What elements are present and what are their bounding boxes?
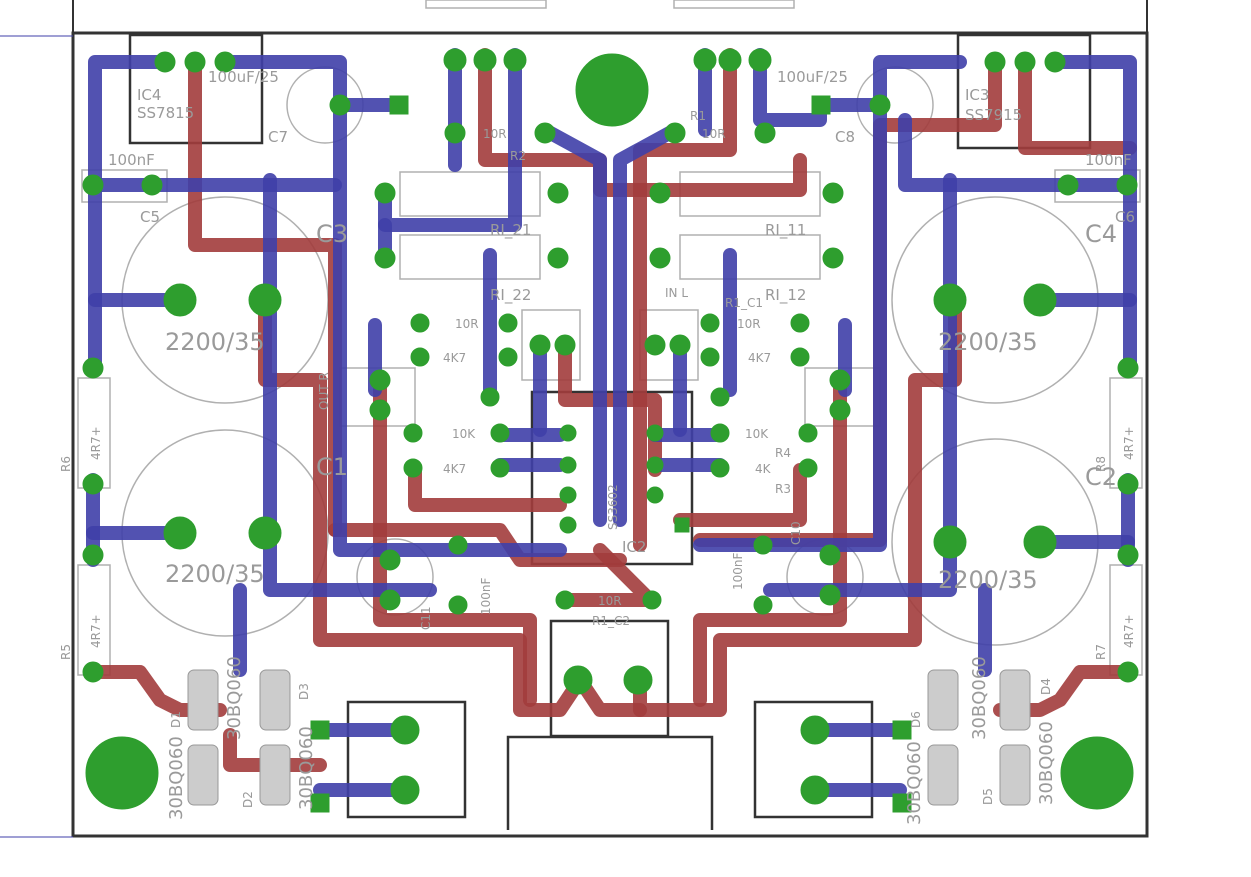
- label-ri12: RI_12: [765, 286, 806, 305]
- label-d2: D2: [241, 791, 255, 808]
- label-r2: R2: [510, 149, 526, 163]
- label-r4k7-left: 4K7: [443, 351, 466, 365]
- label-ic2-part: SS3602: [606, 484, 620, 530]
- label-r5-value: 4R7+: [89, 614, 103, 648]
- diode-bodies: [187, 669, 1031, 806]
- label-c7: C7: [268, 128, 288, 146]
- label-d5: D5: [981, 788, 995, 805]
- label-c6: C6: [1115, 208, 1135, 226]
- pads-layer: [82, 48, 1139, 813]
- label-c3-value: 2200/35: [165, 328, 265, 356]
- label-d3: D3: [297, 683, 311, 700]
- label-r1-c2-value: 10R: [598, 594, 622, 608]
- label-ic4-part: SS7815: [137, 104, 194, 122]
- label-c-bottom-left: 100nF: [479, 577, 493, 615]
- label-r10-left: 10R: [455, 317, 479, 331]
- label-r1-c2: R1_C2: [592, 614, 630, 628]
- label-c3: C3: [316, 220, 348, 248]
- label-r7-value: 4R7+: [1122, 614, 1136, 648]
- label-diode-part-1: 30BQ060: [166, 736, 187, 820]
- label-c8: C8: [835, 128, 855, 146]
- label-ri22: RI_22: [490, 286, 531, 305]
- label-c1-value: 2200/35: [165, 560, 265, 588]
- label-r2-value: 10R: [483, 127, 507, 141]
- label-out-r: OUT R: [317, 372, 331, 410]
- label-r10k-right: 10K: [745, 427, 769, 441]
- label-c1: C1: [316, 453, 348, 481]
- label-c4-value: 2200/35: [938, 328, 1038, 356]
- label-r10-right: 10R: [737, 317, 761, 331]
- label-c6-value: 100nF: [1085, 151, 1132, 169]
- label-d4: D4: [1039, 678, 1053, 695]
- label-r6: R6: [59, 456, 73, 472]
- label-r4k-right: 4K: [755, 462, 772, 476]
- label-ri21: RI_21: [490, 221, 531, 240]
- label-diode-part-3: 30BQ060: [296, 726, 317, 810]
- label-c5-value: 100nF: [108, 151, 155, 169]
- label-r5: R5: [59, 644, 73, 660]
- label-r1-value: 10R: [702, 127, 726, 141]
- label-d6: D6: [909, 711, 923, 728]
- label-cap-left-top: 100uF/25: [208, 68, 279, 86]
- label-diode-part-4: 30BQ060: [904, 741, 925, 825]
- label-r10k-left: 10K: [452, 427, 476, 441]
- label-c-bottom-right: 100nF: [731, 552, 745, 590]
- label-c4: C4: [1085, 220, 1117, 248]
- label-ri11: RI_11: [765, 221, 806, 240]
- label-cap-right-top: 100uF/25: [777, 68, 848, 86]
- label-r3: R3: [775, 482, 791, 496]
- label-r4k7-right: 4K7: [748, 351, 771, 365]
- label-r1: R1: [690, 109, 706, 123]
- label-r4: R4: [775, 446, 791, 460]
- label-ic3-part: SS7915: [965, 106, 1022, 124]
- board-outline: [71, 31, 1149, 838]
- label-diode-part-5: 30BQ060: [969, 656, 990, 740]
- label-ic4: IC4: [137, 86, 161, 104]
- label-c11: C11: [419, 606, 433, 630]
- label-in-l: IN L: [665, 286, 688, 300]
- silkscreen-labels: IC4 SS7815 IC3 SS7915 100uF/25 100uF/25 …: [59, 68, 1136, 825]
- label-r8: R8: [1094, 456, 1108, 472]
- label-r4k-left: 4K7: [443, 462, 466, 476]
- label-r8-value: 4R7+: [1122, 426, 1136, 460]
- label-ic3: IC3: [965, 86, 989, 104]
- label-c2: C2: [1085, 463, 1117, 491]
- label-c5: C5: [140, 208, 160, 226]
- label-diode-part-6: 30BQ060: [1036, 721, 1057, 805]
- label-r7: R7: [1094, 644, 1108, 660]
- label-diode-part-2: 30BQ060: [224, 656, 245, 740]
- label-r1-c1: R1_C1: [725, 296, 763, 310]
- label-c10: C10: [789, 521, 803, 545]
- label-r6-value: 4R7+: [89, 426, 103, 460]
- label-ic2: IC2: [622, 538, 646, 556]
- label-d1: D1: [169, 711, 183, 728]
- label-c2-value: 2200/35: [938, 566, 1038, 594]
